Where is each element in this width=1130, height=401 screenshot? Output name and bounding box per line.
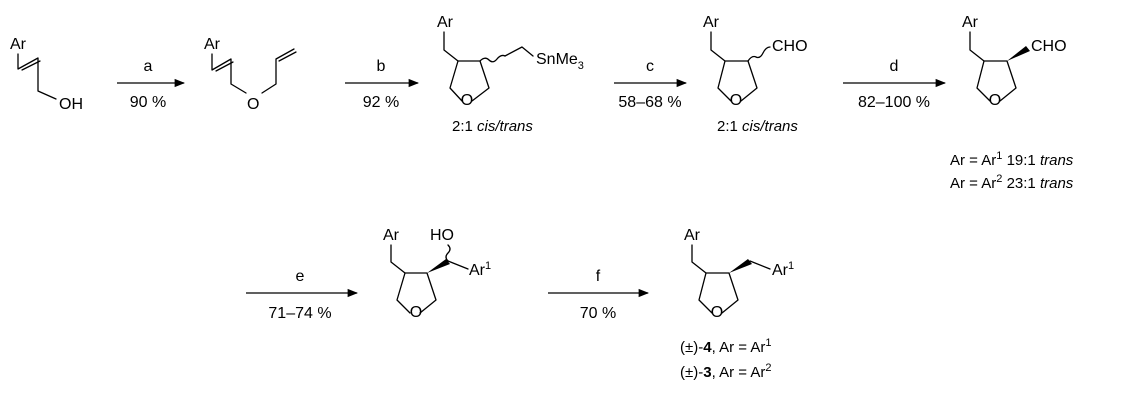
step-yield: 71–74 % [268, 305, 331, 322]
bond-skeleton [17, 53, 57, 100]
double-bond [215, 61, 234, 72]
step-letter: e [296, 268, 305, 285]
thf-ring [449, 60, 490, 102]
step-letter: f [596, 268, 601, 285]
atom-o: O [711, 304, 723, 321]
wavy-bond [479, 54, 506, 63]
compound-1: Ar OH [10, 36, 83, 113]
atom-ho: HO [430, 227, 454, 244]
atom-ar: Ar [10, 36, 27, 53]
compound-6: Ar HO Ar1 O [383, 227, 491, 321]
wavy-oh-bond [445, 244, 451, 262]
benzyl-bond [691, 244, 707, 274]
benzyl-bond [969, 31, 985, 62]
bond-skeleton [211, 53, 247, 94]
compound-4: Ar O CHO 2:1 cis/trans [703, 14, 808, 135]
final-product: Ar Ar1 O (±)-4, Ar = Ar1 (±)-3, Ar = Ar2 [680, 227, 794, 381]
benzyl-bond [443, 31, 459, 62]
step-letter: b [377, 58, 386, 75]
step-d: d 82–100 % [843, 58, 947, 111]
wedge-bond [427, 259, 450, 273]
atom-ar: Ar [437, 14, 454, 31]
cis-trans-ratio: 2:1 cis/trans [452, 118, 533, 135]
atom-o: O [730, 92, 742, 109]
compound-5: Ar O CHO Ar = Ar1 19:1 trans Ar = Ar2 23… [950, 14, 1074, 192]
atom-cho: CHO [772, 38, 808, 55]
step-f: f 70 % [548, 268, 650, 322]
step-yield: 82–100 % [858, 94, 930, 111]
stannyl-label: SnMe3 [536, 51, 584, 72]
product-4-label: (±)-4, Ar = Ar1 [680, 337, 771, 356]
step-a: a 90 % [117, 58, 186, 111]
thf-ring [396, 272, 437, 314]
cis-trans-ratio: 2:1 cis/trans [717, 118, 798, 135]
step-letter: a [144, 58, 153, 75]
wavy-bond [747, 46, 771, 62]
step-b: b 92 % [345, 58, 420, 111]
step-yield: 90 % [130, 94, 166, 111]
product-3-label: (±)-3, Ar = Ar2 [680, 362, 771, 381]
atom-cho: CHO [1031, 38, 1067, 55]
c-ar-bond [749, 260, 771, 270]
step-e: e 71–74 % [246, 268, 359, 322]
stannyl-chain [504, 46, 534, 57]
atom-ar1: Ar1 [772, 260, 794, 279]
trans-ratio-ar1: Ar = Ar1 19:1 trans [950, 150, 1074, 169]
double-bond [278, 51, 297, 62]
benzyl-bond [710, 31, 726, 62]
atom-o: O [989, 92, 1001, 109]
atom-ar: Ar [383, 227, 400, 244]
atom-ar1: Ar1 [469, 260, 491, 279]
benzyl-bond [390, 244, 406, 274]
compound-3: Ar O SnMe3 2:1 cis/trans [437, 14, 584, 135]
c-ar-bond [447, 260, 469, 270]
atom-ar: Ar [684, 227, 701, 244]
thf-ring [976, 60, 1017, 102]
trans-ratio-ar2: Ar = Ar2 23:1 trans [950, 173, 1074, 192]
step-yield: 58–68 % [618, 94, 681, 111]
thf-ring [698, 272, 739, 314]
compound-2: Ar O [204, 36, 297, 113]
wedge-bond [1007, 46, 1030, 61]
atom-ar: Ar [204, 36, 221, 53]
allyl-chain [261, 48, 295, 94]
atom-ar: Ar [962, 14, 979, 31]
step-yield: 92 % [363, 94, 399, 111]
atom-ar: Ar [703, 14, 720, 31]
atom-o: O [410, 304, 422, 321]
thf-ring [717, 60, 758, 102]
atom-o: O [461, 92, 473, 109]
atom-o: O [247, 96, 259, 113]
wedge-bond [729, 259, 752, 273]
step-letter: c [646, 58, 654, 75]
double-bond [21, 60, 41, 71]
step-c: c 58–68 % [614, 58, 688, 111]
atom-oh: OH [59, 96, 83, 113]
step-letter: d [890, 58, 899, 75]
step-yield: 70 % [580, 305, 616, 322]
